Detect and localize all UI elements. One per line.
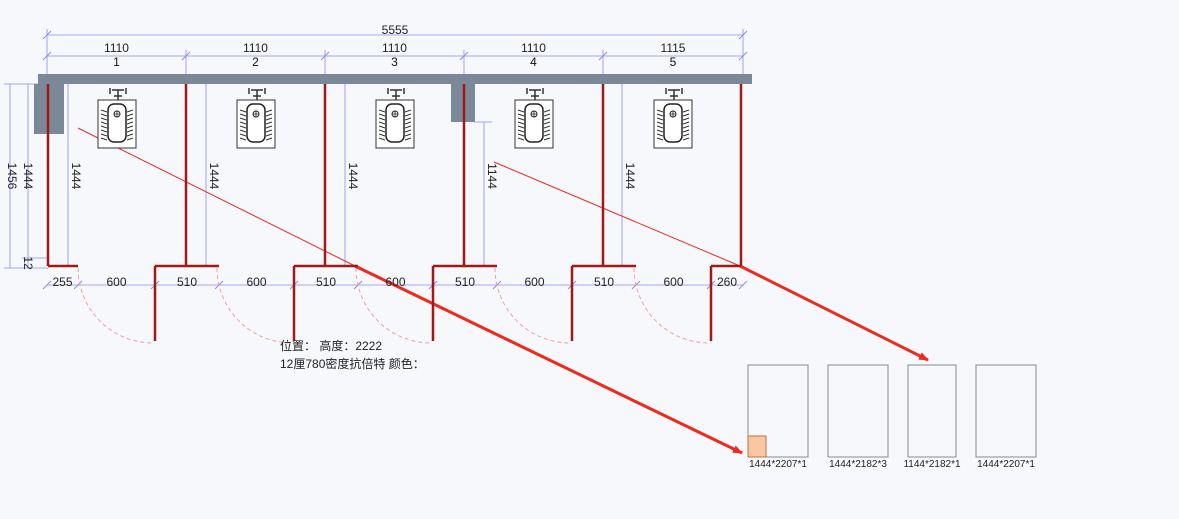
dimension-tick xyxy=(459,51,469,61)
door-swing-arc xyxy=(494,267,571,344)
door-swing-arc xyxy=(77,267,154,344)
dimension-tick xyxy=(738,30,748,40)
panel-label: 1444*2182*3 xyxy=(829,459,887,470)
dim-bay-width: 1110 xyxy=(243,41,268,55)
annotation-arrows xyxy=(77,127,929,455)
dim-bottom-width: 600 xyxy=(524,275,544,289)
panel-list: 1444*2207*1 1444*2182*3 1144*2182*1 1444*22… xyxy=(747,364,1037,470)
info-line-position-height: 位置： 高度：2222 xyxy=(280,339,383,353)
panel-label: 1444*2207*1 xyxy=(749,459,807,470)
dim-inner-height: 1444 xyxy=(21,163,35,190)
dimension-tick xyxy=(42,51,52,61)
bay-number: 4 xyxy=(530,55,537,69)
panel-item: 1144*2182*1 xyxy=(903,364,961,470)
panel-outline xyxy=(827,364,889,458)
dim-bottom-width: 510 xyxy=(455,275,475,289)
dimension-lines xyxy=(4,29,744,286)
dim-bottom-width: 510 xyxy=(177,275,197,289)
panel-item: 1444*2182*3 xyxy=(827,364,889,470)
dim-bottom-width: 600 xyxy=(663,275,683,289)
panel-item: 1444*2207*1 xyxy=(747,364,809,470)
panel-label: 1444*2207*1 xyxy=(977,459,1035,470)
arrow-icon xyxy=(493,161,741,267)
arrow-icon xyxy=(77,127,356,267)
toilet-icon xyxy=(97,88,137,149)
partitions xyxy=(46,84,743,341)
dim-bay-depth: 1444 xyxy=(207,163,221,190)
dim-bottom-width: 260 xyxy=(717,275,737,289)
bay-number: 5 xyxy=(670,55,677,69)
dimension-tick xyxy=(181,51,191,61)
bay-number: 3 xyxy=(391,55,398,69)
arrow-icon xyxy=(354,264,743,455)
dimension-tick xyxy=(42,280,52,290)
dim-bay-width: 1110 xyxy=(521,41,546,55)
door-swing-arcs xyxy=(77,267,710,344)
dimension-tick xyxy=(42,30,52,40)
dim-bay-depth: 1444 xyxy=(623,163,637,190)
panel-outline xyxy=(975,364,1037,458)
dim-bottom-width: 510 xyxy=(316,275,336,289)
dim-bay-width: 1110 xyxy=(382,41,407,55)
arrow-icon xyxy=(739,264,929,362)
panel-outline xyxy=(747,364,809,458)
dim-bottom-width: 600 xyxy=(385,275,405,289)
dim-total-width: 5555 xyxy=(382,23,409,37)
dim-bay-depth: 1444 xyxy=(69,163,83,190)
dim-outer-height: 1456 xyxy=(5,163,19,190)
dim-bottom-width: 600 xyxy=(106,275,126,289)
toilet-icon xyxy=(514,88,554,149)
dimension-tick xyxy=(73,280,83,290)
panel-outline xyxy=(907,364,957,458)
dimension-ticks xyxy=(42,30,748,290)
dim-bottom-width: 510 xyxy=(594,275,614,289)
panel-item: 1444*2207*1 xyxy=(975,364,1037,470)
bay-number: 1 xyxy=(113,55,120,69)
door-swing-arc xyxy=(633,267,710,344)
panel-highlight-swatch xyxy=(747,435,767,458)
toilet-icon xyxy=(236,88,276,149)
panel-label: 1144*2182*1 xyxy=(903,459,961,470)
dimension-tick xyxy=(598,51,608,61)
dimension-tick xyxy=(320,51,330,61)
squat-toilets xyxy=(97,88,693,149)
dim-bay-width: 1110 xyxy=(104,41,129,55)
dim-bottom-width: 255 xyxy=(52,275,72,289)
toilet-icon xyxy=(375,88,415,149)
door-swing-arc xyxy=(355,267,432,344)
bay-number: 2 xyxy=(252,55,259,69)
info-line-material-color: 12厘780密度抗倍特 颜色： xyxy=(280,357,425,371)
dimension-tick xyxy=(738,280,748,290)
dim-bottom-width: 600 xyxy=(246,275,266,289)
dim-base: 12 xyxy=(21,256,35,270)
dim-bay-width: 1115 xyxy=(661,41,686,55)
door-swing-arc xyxy=(216,267,293,344)
dimension-tick xyxy=(738,51,748,61)
dim-bay-depth: 1144 xyxy=(485,163,499,189)
toilet-icon xyxy=(653,88,693,149)
dim-bay-depth: 1444 xyxy=(346,163,360,190)
